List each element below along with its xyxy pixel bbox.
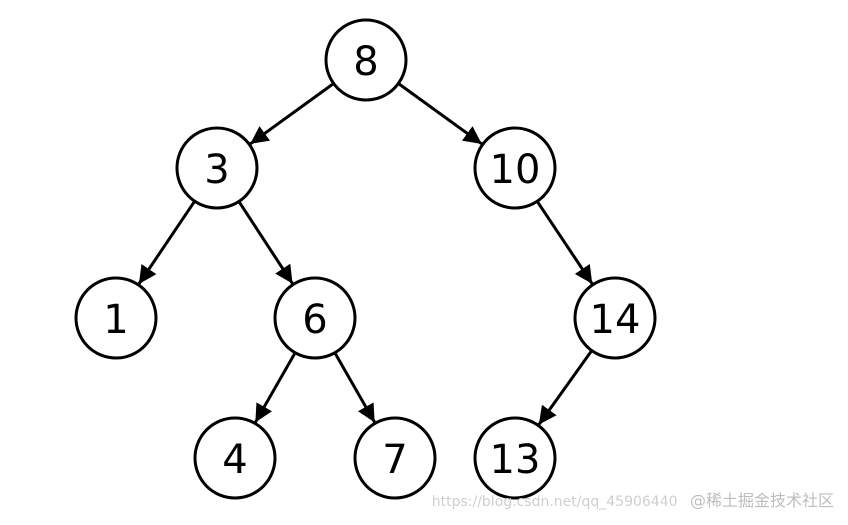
edge-n8-to-n10: [397, 82, 483, 146]
edge-n6-to-n4: [254, 351, 297, 424]
node-circle: [324, 18, 408, 102]
watermark: https://blog.csdn.net/qq_45906440 @稀土掘金技…: [432, 487, 834, 511]
tree-node-3: 3: [175, 126, 259, 210]
node-circle: [473, 126, 557, 210]
node-circle: [353, 416, 437, 500]
tree-node-6: 6: [273, 276, 357, 360]
node-circle: [473, 416, 557, 500]
node-label: 1: [103, 297, 128, 343]
watermark-brand: @稀土掘金技术社区: [689, 491, 834, 510]
edge-n10-to-n14: [535, 200, 594, 285]
tree-node-13: 13: [473, 416, 557, 500]
tree-node-1: 1: [74, 276, 158, 360]
edge-n14-to-n13: [537, 349, 593, 426]
node-label: 14: [590, 297, 641, 343]
edge-n3-to-n1: [137, 200, 196, 285]
node-label: 4: [222, 437, 247, 483]
node-label: 10: [490, 147, 541, 193]
node-circle: [175, 126, 259, 210]
tree-node-4: 4: [193, 416, 277, 500]
node-label: 3: [204, 147, 229, 193]
node-circle: [193, 416, 277, 500]
node-circle: [273, 276, 357, 360]
nodes-layer: 8 3 10 1 6 14 4 7 13: [74, 18, 657, 500]
tree-node-10: 10: [473, 126, 557, 210]
edge-n6-to-n7: [333, 351, 376, 424]
node-label: 8: [353, 39, 378, 85]
edges-layer: [137, 82, 594, 426]
node-label: 13: [490, 437, 541, 483]
node-circle: [573, 276, 657, 360]
edge-n3-to-n6: [237, 200, 294, 285]
tree-node-8: 8: [324, 18, 408, 102]
node-circle: [74, 276, 158, 360]
edge-n8-to-n3: [249, 82, 335, 146]
node-label: 6: [302, 297, 327, 343]
tree-node-14: 14: [573, 276, 657, 360]
node-label: 7: [382, 437, 407, 483]
watermark-url: https://blog.csdn.net/qq_45906440: [431, 494, 678, 510]
tree-node-7: 7: [353, 416, 437, 500]
